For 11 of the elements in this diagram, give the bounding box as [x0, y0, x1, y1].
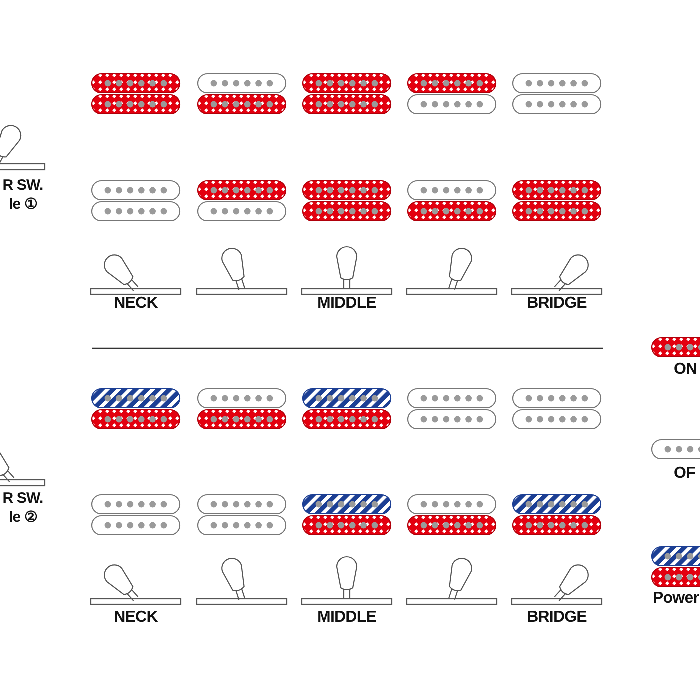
switch-mode-label: R SW. le ① [2, 176, 44, 214]
position-label: BRIDGE [527, 294, 587, 313]
position-label: MIDDLE [318, 608, 376, 627]
legend-label: Power [653, 589, 700, 608]
position-label: MIDDLE [318, 294, 376, 313]
switch-mode-label: R SW. le ② [2, 489, 44, 527]
position-label: NECK [114, 608, 158, 627]
legend-label: OF [674, 464, 696, 483]
position-label: BRIDGE [527, 608, 587, 627]
position-label: NECK [114, 294, 158, 313]
legend-label: ON [674, 360, 698, 379]
